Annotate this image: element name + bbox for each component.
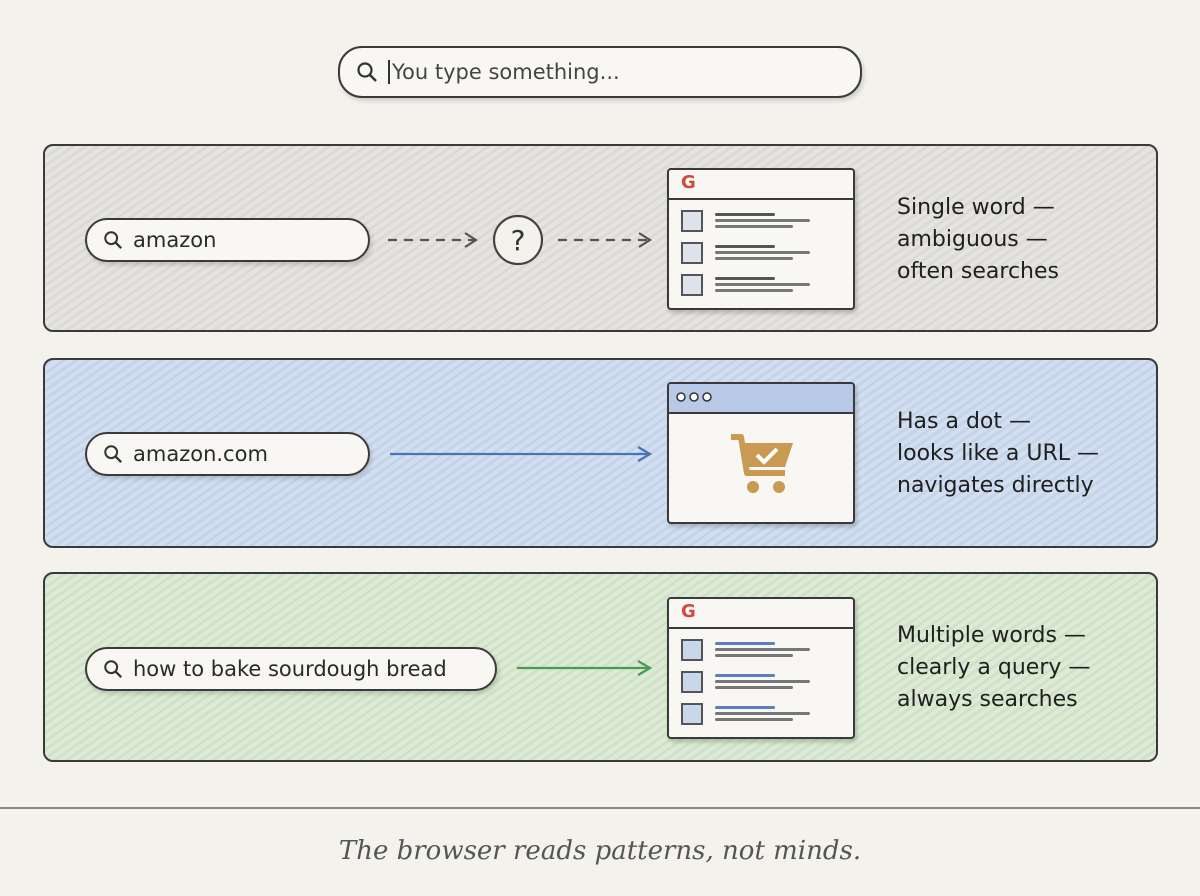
search-results-window: G: [667, 597, 855, 739]
description-query: Multiple words — clearly a query — alway…: [897, 620, 1090, 716]
search-text: how to bake sourdough bread: [133, 657, 447, 681]
thumbnail: [681, 242, 703, 264]
dashed-arrow-2: [558, 232, 653, 248]
description-url: Has a dot — looks like a URL — navigates…: [897, 406, 1099, 502]
result-row: [681, 210, 810, 232]
search-input-url[interactable]: amazon.com: [85, 432, 370, 476]
shopping-cart-icon: [731, 434, 793, 493]
window-titlebar: [669, 384, 853, 414]
result-row: [681, 671, 810, 693]
thumbnail: [681, 274, 703, 296]
search-input-single-word[interactable]: amazon: [85, 218, 370, 262]
desc-line: navigates directly: [897, 473, 1094, 498]
result-row: [681, 242, 810, 264]
search-input-query[interactable]: how to bake sourdough bread: [85, 647, 497, 691]
query-arrow: [517, 660, 653, 676]
panel-single-word: [43, 144, 1158, 332]
google-icon: G: [681, 172, 696, 193]
search-icon: [104, 231, 122, 249]
desc-line: often searches: [897, 259, 1059, 284]
thumbnail: [681, 210, 703, 232]
search-placeholder: You type something...: [388, 60, 620, 84]
desc-line: Has a dot —: [897, 409, 1031, 434]
svg-text:?: ?: [511, 224, 526, 257]
result-row: [681, 274, 810, 296]
window-dots-icon: [676, 392, 712, 402]
divider: [0, 807, 1200, 809]
website-window: [667, 382, 855, 524]
desc-line: looks like a URL —: [897, 441, 1100, 466]
desc-line: Multiple words —: [897, 623, 1086, 648]
window-header: G: [669, 170, 853, 200]
result-row: [681, 703, 810, 725]
top-search-bar[interactable]: You type something...: [338, 46, 862, 98]
search-icon: [104, 445, 122, 463]
thumbnail: [681, 703, 703, 725]
desc-line: Single word —: [897, 195, 1055, 220]
search-icon: [104, 660, 122, 678]
url-arrow: [390, 446, 653, 462]
desc-line: clearly a query —: [897, 655, 1091, 680]
thumbnail: [681, 639, 703, 661]
search-text: amazon: [133, 228, 217, 252]
caption: The browser reads patterns, not minds.: [338, 836, 862, 866]
description-single-word: Single word — ambiguous — often searches: [897, 192, 1059, 288]
google-icon: G: [681, 601, 696, 622]
window-header: G: [669, 599, 853, 629]
desc-line: always searches: [897, 687, 1078, 712]
thumbnail: [681, 671, 703, 693]
search-text: amazon.com: [133, 442, 268, 466]
search-icon: [357, 62, 377, 82]
search-results-window: G: [667, 168, 855, 310]
result-row: [681, 639, 810, 661]
dashed-arrow-1: [388, 232, 479, 248]
desc-line: ambiguous —: [897, 227, 1048, 252]
question-icon: ?: [492, 214, 544, 266]
